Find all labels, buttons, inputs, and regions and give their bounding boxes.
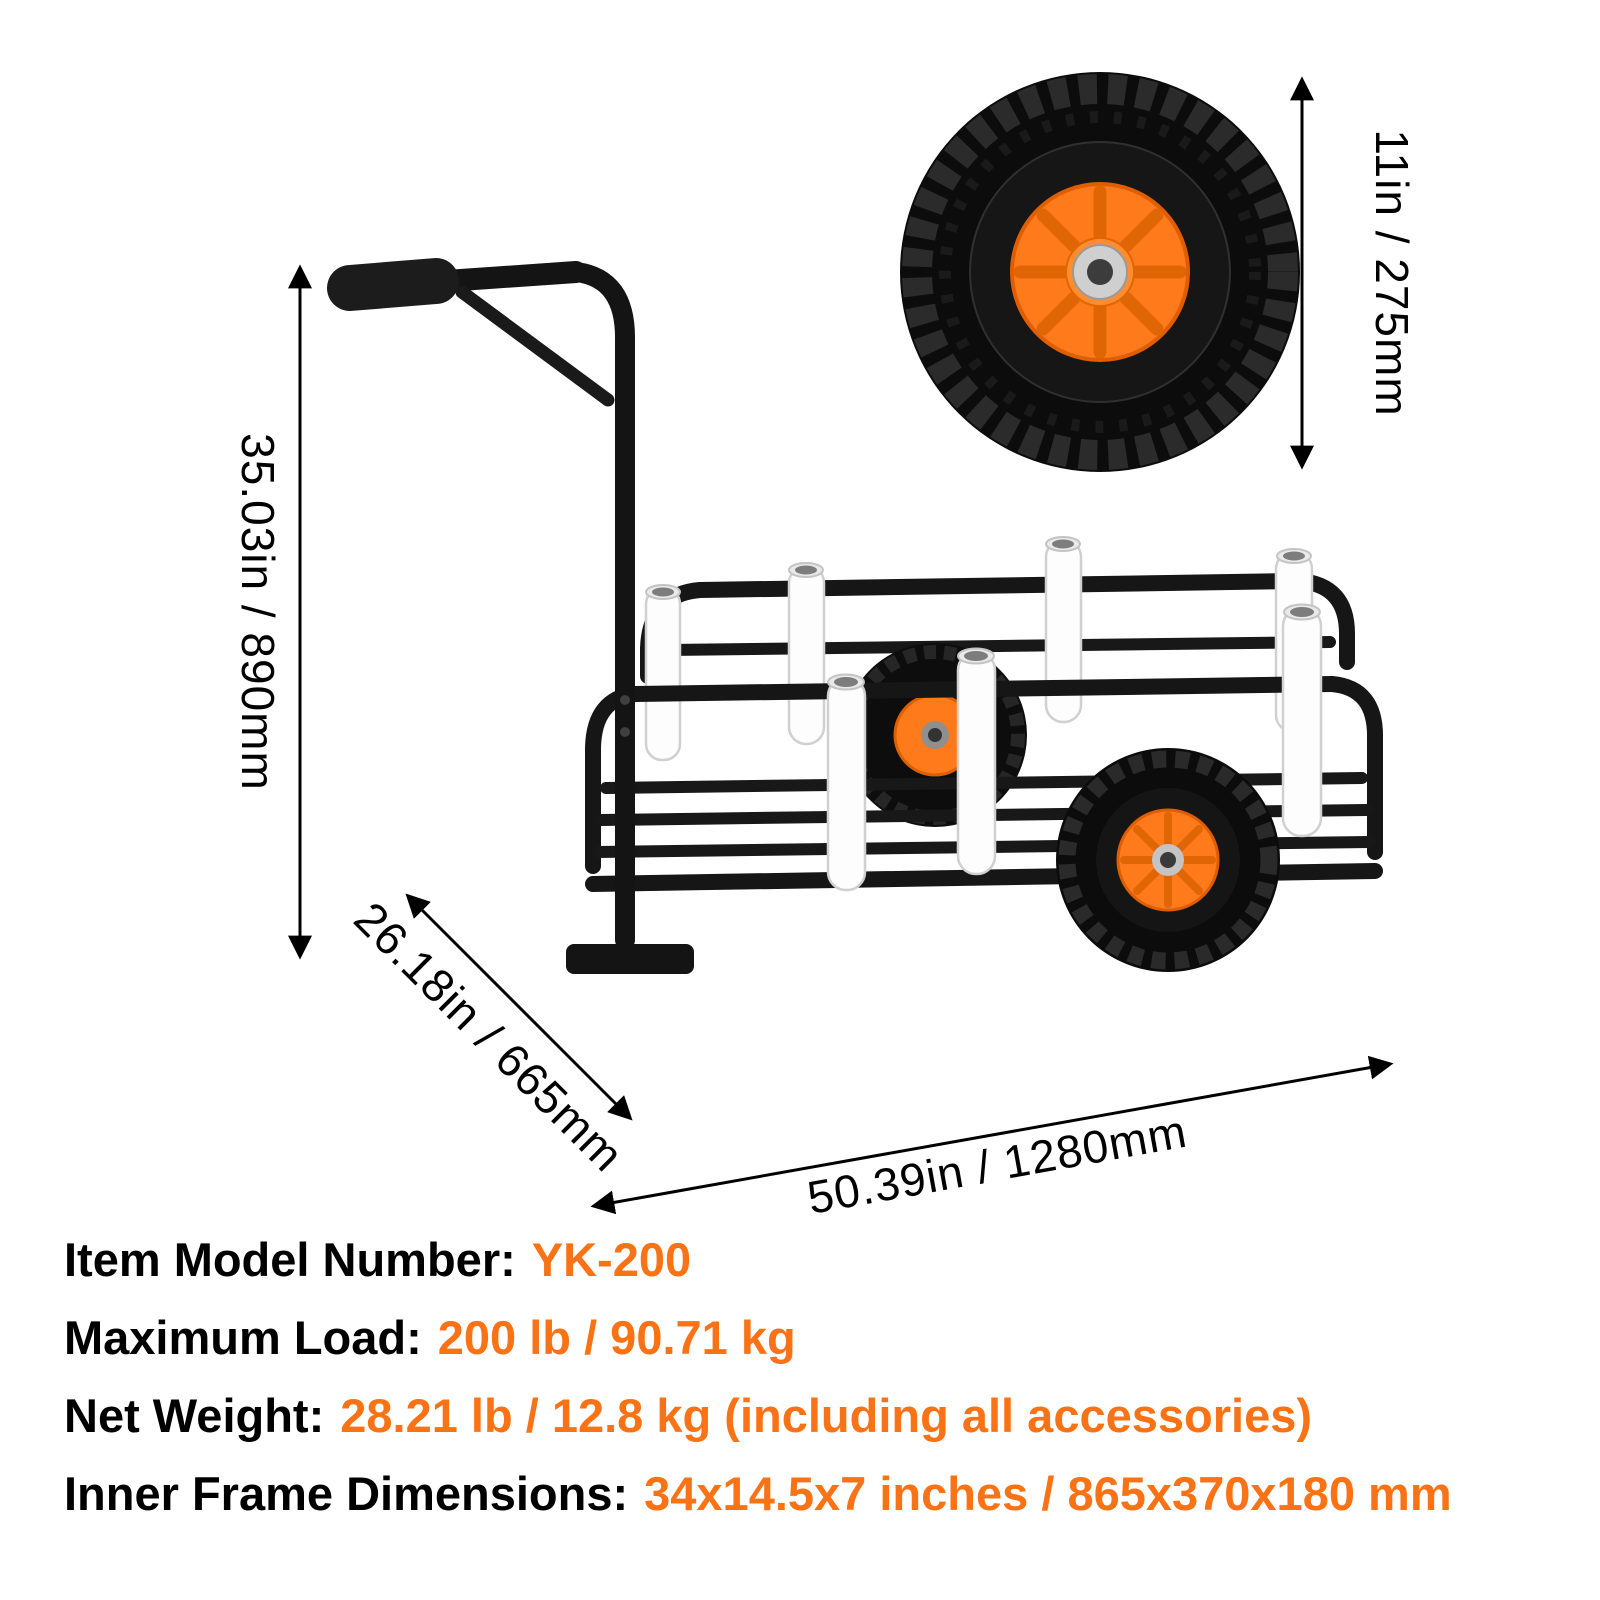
- spec-value: YK-200: [531, 1233, 692, 1286]
- hub-spokes: [1013, 185, 1187, 359]
- dimension-label-height: 35.03in / 890mm: [232, 433, 284, 791]
- handle-grip: [327, 258, 459, 311]
- rod-holder: [787, 562, 826, 746]
- spec-label: Item Model Number:: [64, 1233, 516, 1286]
- dimension-height: 35.03in / 890mm: [232, 264, 312, 960]
- spec-value: 34x14.5x7 inches / 865x370x180 mm: [644, 1467, 1452, 1520]
- spec-label: Inner Frame Dimensions:: [64, 1467, 629, 1520]
- dimension-label-length: 50.39in / 1280mm: [803, 1105, 1190, 1224]
- wheel-closeup: [900, 72, 1300, 472]
- rear-wheel: [843, 643, 1027, 827]
- spec-label: Maximum Load:: [64, 1311, 422, 1364]
- rod-holder: [956, 647, 997, 876]
- dimension-wheel: 11in / 275mm: [1290, 76, 1418, 470]
- spec-row-net-weight: Net Weight: 28.21 lb / 12.8 kg (including…: [64, 1388, 1564, 1444]
- spec-row-model: Item Model Number: YK-200: [64, 1232, 1564, 1288]
- dimension-depth: 26.18in / 665mm: [344, 892, 634, 1182]
- handle-foot: [566, 944, 694, 974]
- dimension-length: 50.39in / 1280mm: [590, 1055, 1394, 1224]
- rod-holder: [826, 673, 867, 892]
- wheel-hub: [1010, 182, 1190, 362]
- spec-row-inner-frame: Inner Frame Dimensions: 34x14.5x7 inches …: [64, 1466, 1564, 1522]
- dimension-label-wheel: 11in / 275mm: [1366, 129, 1418, 416]
- rod-holder: [1281, 603, 1323, 838]
- cart-illustration: [327, 258, 1384, 974]
- rod-holder: [1044, 536, 1083, 724]
- cart-handle: [327, 258, 694, 974]
- dimension-line-length: [590, 1055, 1394, 1215]
- rod-holder: [644, 584, 682, 762]
- spec-value: 28.21 lb / 12.8 kg (including all access…: [340, 1389, 1312, 1442]
- spec-value: 200 lb / 90.71 kg: [437, 1311, 796, 1364]
- spec-label: Net Weight:: [64, 1389, 325, 1442]
- spec-row-max-load: Maximum Load: 200 lb / 90.71 kg: [64, 1310, 1564, 1366]
- front-wheel: [1056, 748, 1280, 972]
- spec-list: Item Model Number: YK-200 Maximum Load: 20…: [64, 1232, 1564, 1522]
- dimension-label-depth: 26.18in / 665mm: [344, 892, 634, 1182]
